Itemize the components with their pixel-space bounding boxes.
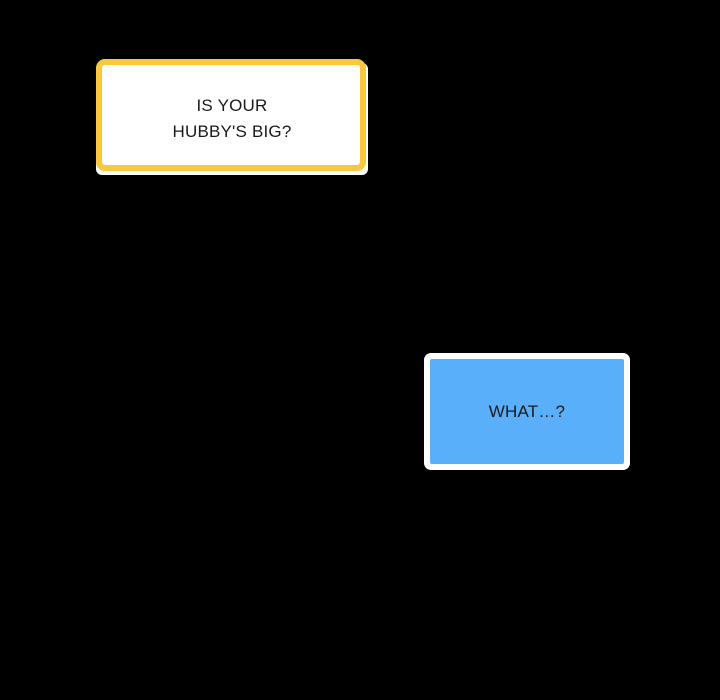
reply-tile-text: WHAT…?: [488, 401, 566, 421]
question-note-text: IS YOUR HUBBY'S BIG?: [172, 96, 292, 141]
reply-tile-fill: WHAT…?: [430, 359, 624, 464]
reply-tile-card[interactable]: WHAT…?: [424, 353, 630, 470]
question-note-card[interactable]: IS YOUR HUBBY'S BIG?: [96, 63, 368, 175]
